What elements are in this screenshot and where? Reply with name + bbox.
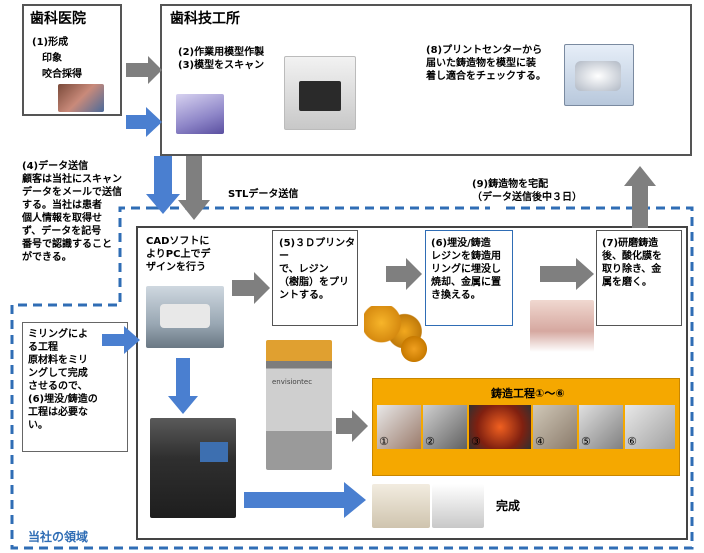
clinic-step-impression: 印象: [42, 53, 62, 64]
check-screen-image: [564, 44, 634, 106]
delivery-label: (9)鋳造物を宅配 （データ送信後中３日）: [472, 179, 582, 203]
completed-crown-image-1: [372, 484, 430, 528]
scanner-image: [284, 56, 356, 130]
arrow-printer-to-casting-process: [336, 410, 368, 442]
scan-model-image: [176, 94, 224, 134]
arrow-data-send-down: [146, 156, 180, 214]
complete-label: 完成: [496, 499, 521, 513]
casting-process-panel: 鋳造工程①～⑥ ① ② ③ ④ ⑤ ⑥: [372, 378, 680, 476]
clinic-dental-photo: [58, 84, 104, 112]
casting-step-num-6: ⑥: [627, 435, 637, 448]
clinic-step-form: (1)形成: [32, 37, 69, 48]
milling-machine-image: [150, 418, 236, 518]
casting-step-num-1: ①: [379, 435, 389, 448]
dental-clinic-box: 歯科医院 (1)形成 印象 咬合採得: [22, 4, 122, 116]
our-domain-label: 当社の領域: [28, 530, 89, 544]
data-send-text: (4)データ送信 顧客は当社にスキャン データをメールで送信 する。当社は患者 …: [22, 161, 122, 263]
arrow-milling-to-complete: [244, 482, 366, 518]
arrow-stl-down: [178, 156, 210, 220]
lab-fit-check-text: (8)プリントセンターから 届いた鋳造物を模型に装 着し適合をチェックする。: [426, 45, 546, 82]
casting-step-photo-1: [377, 405, 421, 449]
arrow-delivery-up: [624, 166, 656, 228]
printer-brand-label: envisiontec: [272, 378, 313, 386]
dental-lab-title: 歯科技工所: [170, 11, 240, 27]
arrow-clinic-to-lab: [126, 56, 162, 84]
3d-printer-image: envisiontec: [266, 340, 332, 470]
arrow-cad-to-print: [232, 272, 270, 304]
step-casting-box: (6)埋没/鋳造 レジンを鋳造用 リングに埋没し 焼却、金属に置 き換える。: [425, 230, 513, 326]
cad-design-text: CADソフトに よりPC上でデ ザインを行う: [146, 236, 211, 273]
casting-step-photo-3: [469, 405, 531, 449]
lab-model-scan-text: (2)作業用模型作製 (3)模型をスキャン: [178, 47, 265, 71]
casting-step-photo-6: [625, 405, 675, 449]
clinic-step-bite: 咬合採得: [42, 69, 82, 80]
casting-step-num-3: ③: [471, 435, 481, 448]
cad-screen-image: [146, 286, 224, 348]
arrow-print-to-casting: [386, 258, 422, 290]
step-polish-text: (7)研磨鋳造 後、酸化膜を 取り除き、金 属を磨く。: [602, 238, 662, 288]
casting-step-photo-4: [533, 405, 577, 449]
step-3d-print-box: (5)３Ｄプリンター で、レジン （樹脂）をプリ ントする。: [272, 230, 358, 326]
arrow-milling-to-cad: [102, 326, 140, 354]
milling-text: ミリングによ る工程 原材料をミリ ングして完成 させるので、 (6)埋没/鋳造…: [28, 329, 98, 431]
arrow-casting-to-polish: [540, 258, 594, 290]
casting-step-photo-5: [579, 405, 623, 449]
dental-clinic-title: 歯科医院: [30, 11, 86, 27]
casting-step-num-5: ⑤: [581, 435, 591, 448]
arrow-clinic-photo-to-lab: [126, 107, 162, 137]
arrow-cad-to-milling: [168, 358, 198, 414]
step-casting-text: (6)埋没/鋳造 レジンを鋳造用 リングに埋没し 焼却、金属に置 き換える。: [431, 238, 501, 301]
completed-crown-image-2: [432, 484, 484, 528]
casting-step-photo-2: [423, 405, 467, 449]
casting-step-num-2: ②: [425, 435, 435, 448]
dental-lab-box: 歯科技工所 (2)作業用模型作製 (3)模型をスキャン (8)プリントセンターか…: [160, 4, 692, 156]
step-polish-box: (7)研磨鋳造 後、酸化膜を 取り除き、金 属を磨く。: [596, 230, 682, 326]
casting-step-num-4: ④: [535, 435, 545, 448]
step-3d-print-text: (5)３Ｄプリンター で、レジン （樹脂）をプリ ントする。: [279, 238, 356, 301]
stl-send-label: STLデータ送信: [228, 189, 299, 200]
resin-detail-image: [392, 336, 436, 362]
casting-process-title: 鋳造工程①～⑥: [491, 387, 565, 400]
casting-model-image: [530, 300, 594, 352]
